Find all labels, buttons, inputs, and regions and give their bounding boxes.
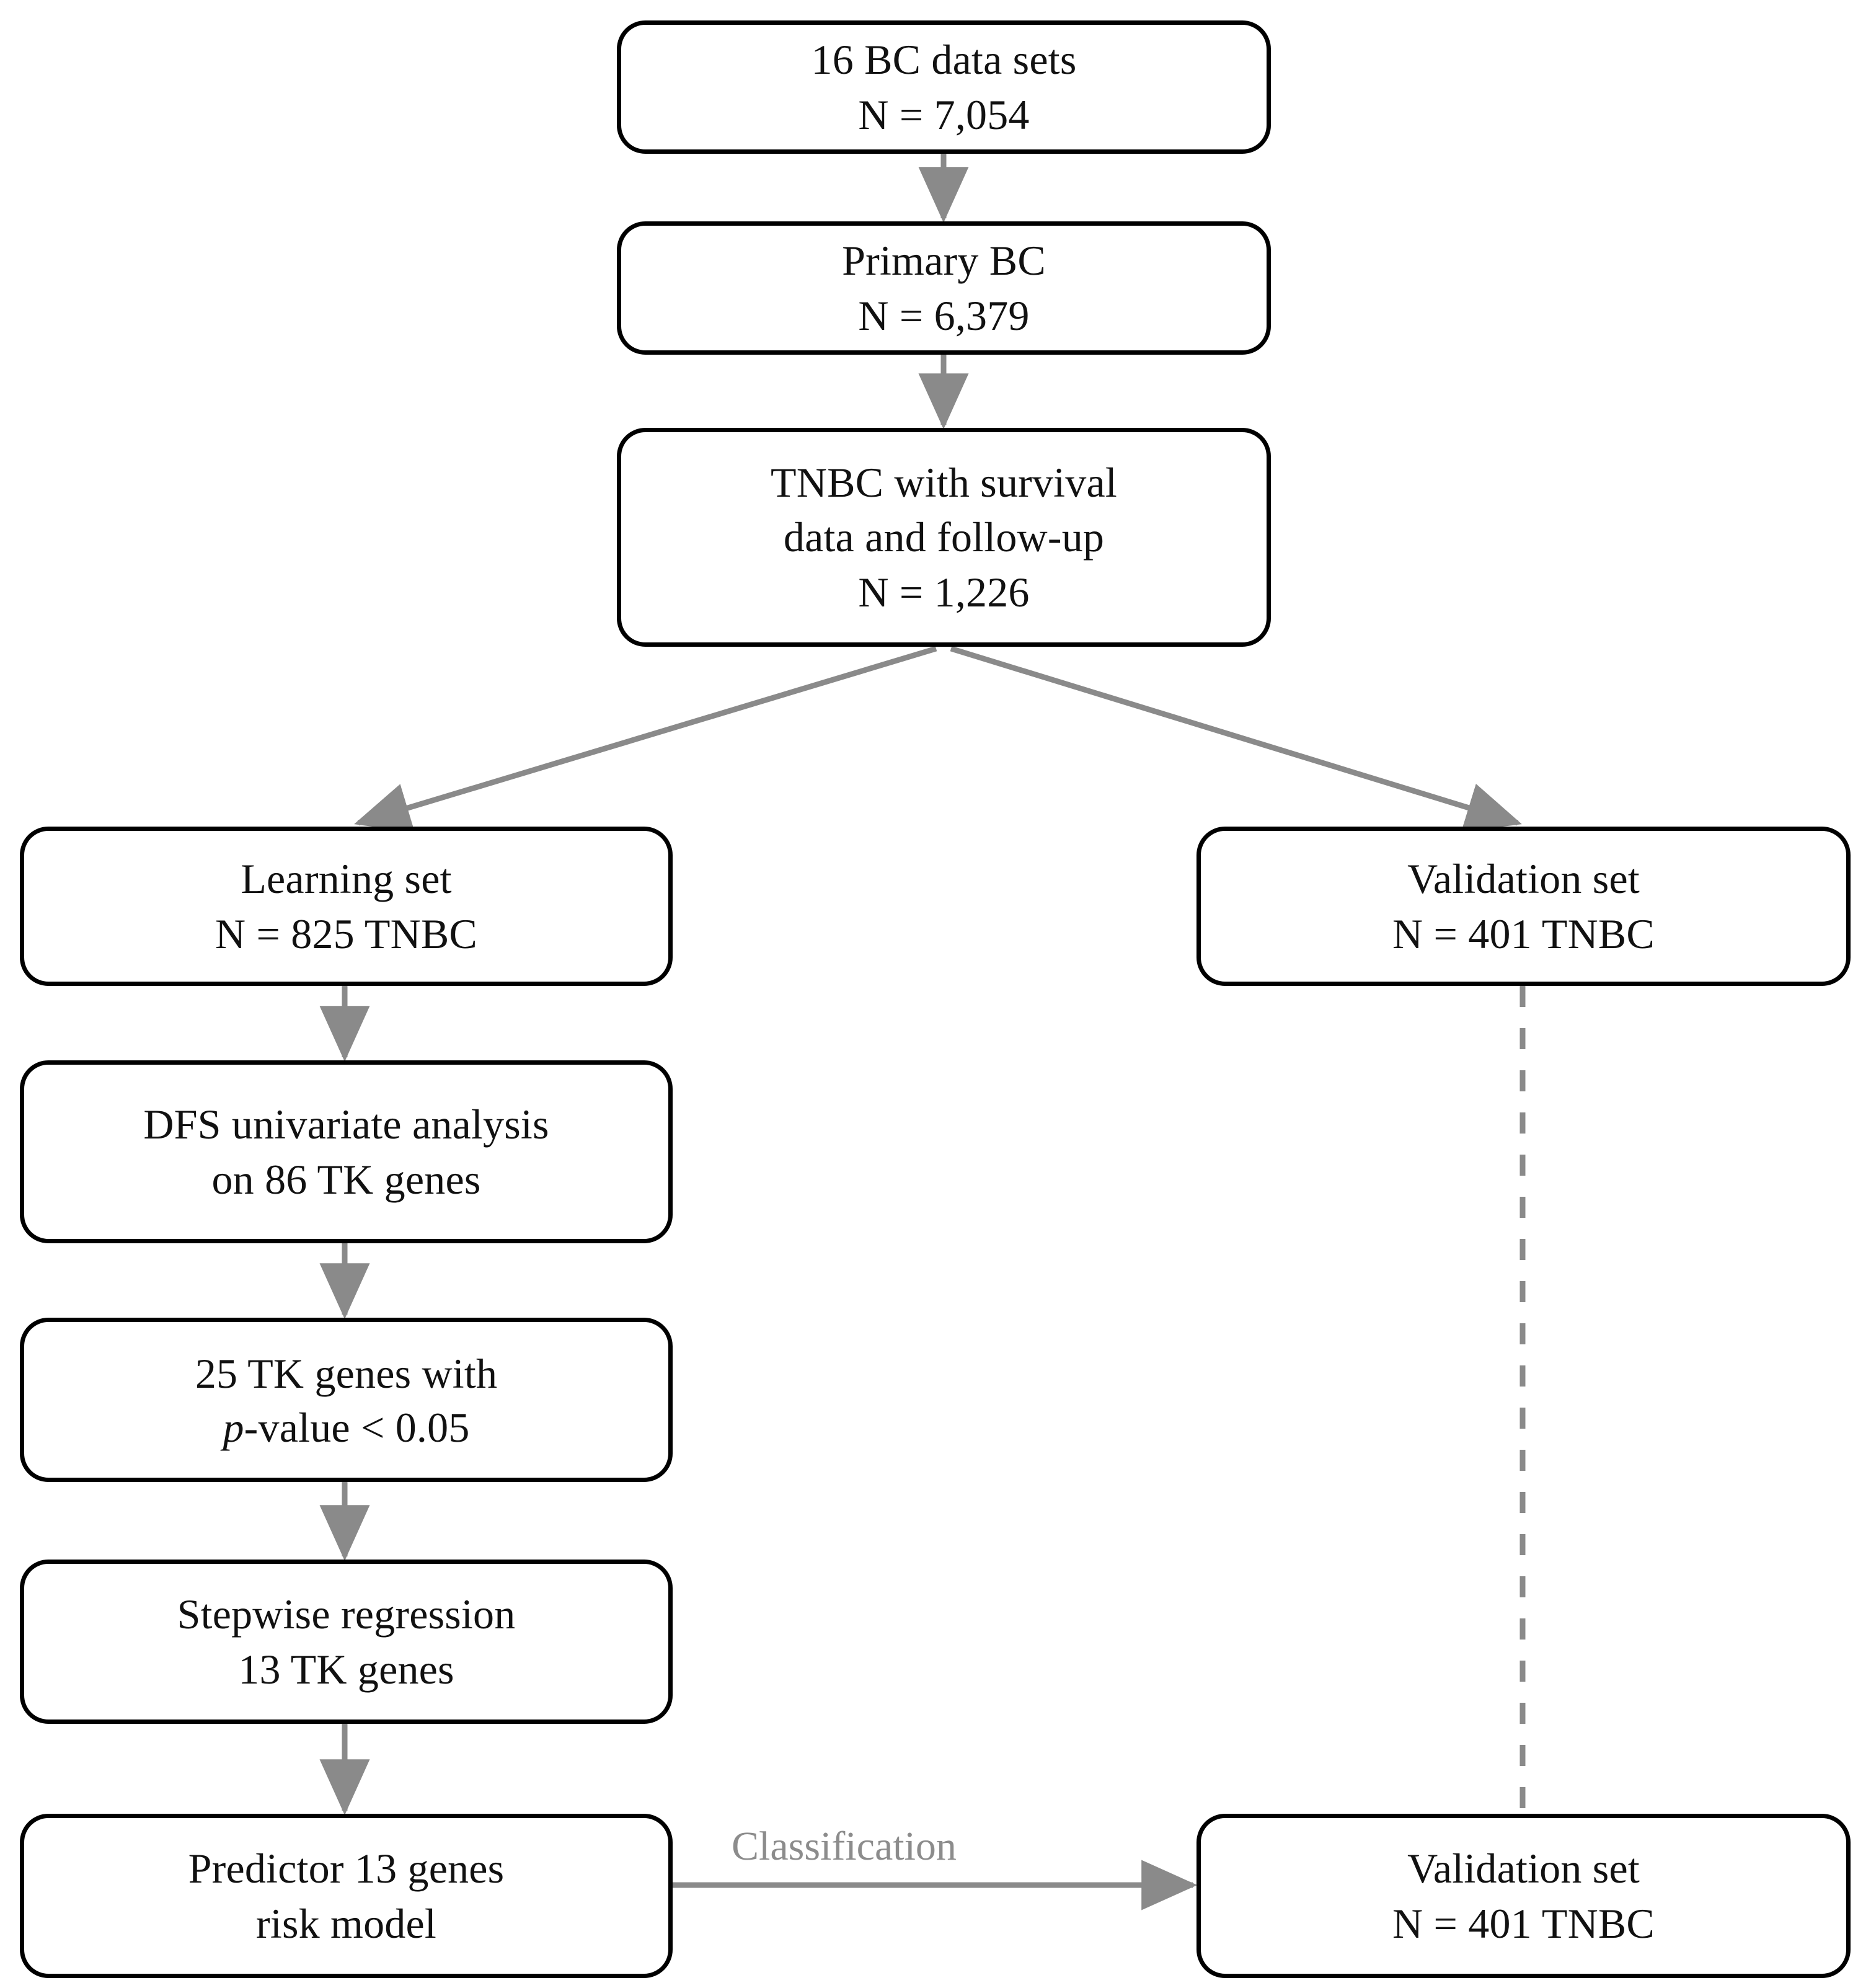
node-dfs-univariate-analysis[interactable]: DFS univariate analysis on 86 TK genes <box>20 1060 673 1243</box>
node-tkgenes-pvalue-italic: p <box>223 1403 244 1451</box>
node-stepwise-regression[interactable]: Stepwise regression 13 TK genes <box>20 1560 673 1724</box>
node-validation-bottom-line1: Validation set <box>1407 1845 1640 1893</box>
node-validation-set-bottom[interactable]: Validation set N = 401 TNBC <box>1196 1814 1851 1978</box>
node-primary-bc-line2: N = 6,379 <box>858 291 1030 339</box>
node-primary-bc-line1: Primary BC <box>842 237 1046 285</box>
node-25-tk-genes-pvalue[interactable]: 25 TK genes with p-value < 0.05 <box>20 1318 673 1482</box>
node-tkgenes-line1: 25 TK genes with <box>195 1350 498 1398</box>
node-validation-top-line1: Validation set <box>1407 855 1640 903</box>
node-16-bc-data-sets[interactable]: 16 BC data sets N = 7,054 <box>617 20 1271 154</box>
arrow-tnbc-to-validation <box>950 646 1522 832</box>
node-tnbc-with-survival-data[interactable]: TNBC with survival data and follow-up N … <box>617 428 1271 647</box>
node-stepwise-line1: Stepwise regression <box>177 1591 516 1638</box>
node-primary-bc[interactable]: Primary BC N = 6,379 <box>617 221 1271 355</box>
node-datasets-line2: N = 7,054 <box>858 91 1030 138</box>
node-tnbc-line1: TNBC with survival <box>771 458 1117 506</box>
node-validation-top-line2: N = 401 TNBC <box>1392 910 1655 957</box>
node-learning-set[interactable]: Learning set N = 825 TNBC <box>20 827 673 986</box>
node-tnbc-line3: N = 1,226 <box>858 568 1030 616</box>
node-dfs-line1: DFS univariate analysis <box>143 1101 549 1148</box>
node-predictor-line2: risk model <box>256 1899 436 1947</box>
node-learning-set-line1: Learning set <box>241 855 452 903</box>
node-validation-set-top[interactable]: Validation set N = 401 TNBC <box>1196 827 1851 986</box>
node-tnbc-line2: data and follow-up <box>783 513 1105 561</box>
node-tkgenes-line2: p-value < 0.05 <box>223 1401 469 1453</box>
edge-label-classification: Classification <box>732 1824 957 1869</box>
node-dfs-line2: on 86 TK genes <box>211 1155 481 1203</box>
node-learning-set-line2: N = 825 TNBC <box>215 910 477 957</box>
node-stepwise-line2: 13 TK genes <box>238 1645 454 1693</box>
node-datasets-line1: 16 BC data sets <box>811 36 1077 84</box>
node-predictor-line1: Predictor 13 genes <box>188 1845 505 1893</box>
arrow-tnbc-to-learning <box>354 646 937 832</box>
node-validation-bottom-line2: N = 401 TNBC <box>1392 1899 1655 1947</box>
node-predictor-risk-model[interactable]: Predictor 13 genes risk model <box>20 1814 673 1978</box>
node-tkgenes-pvalue-rest: -value < 0.05 <box>244 1403 470 1451</box>
